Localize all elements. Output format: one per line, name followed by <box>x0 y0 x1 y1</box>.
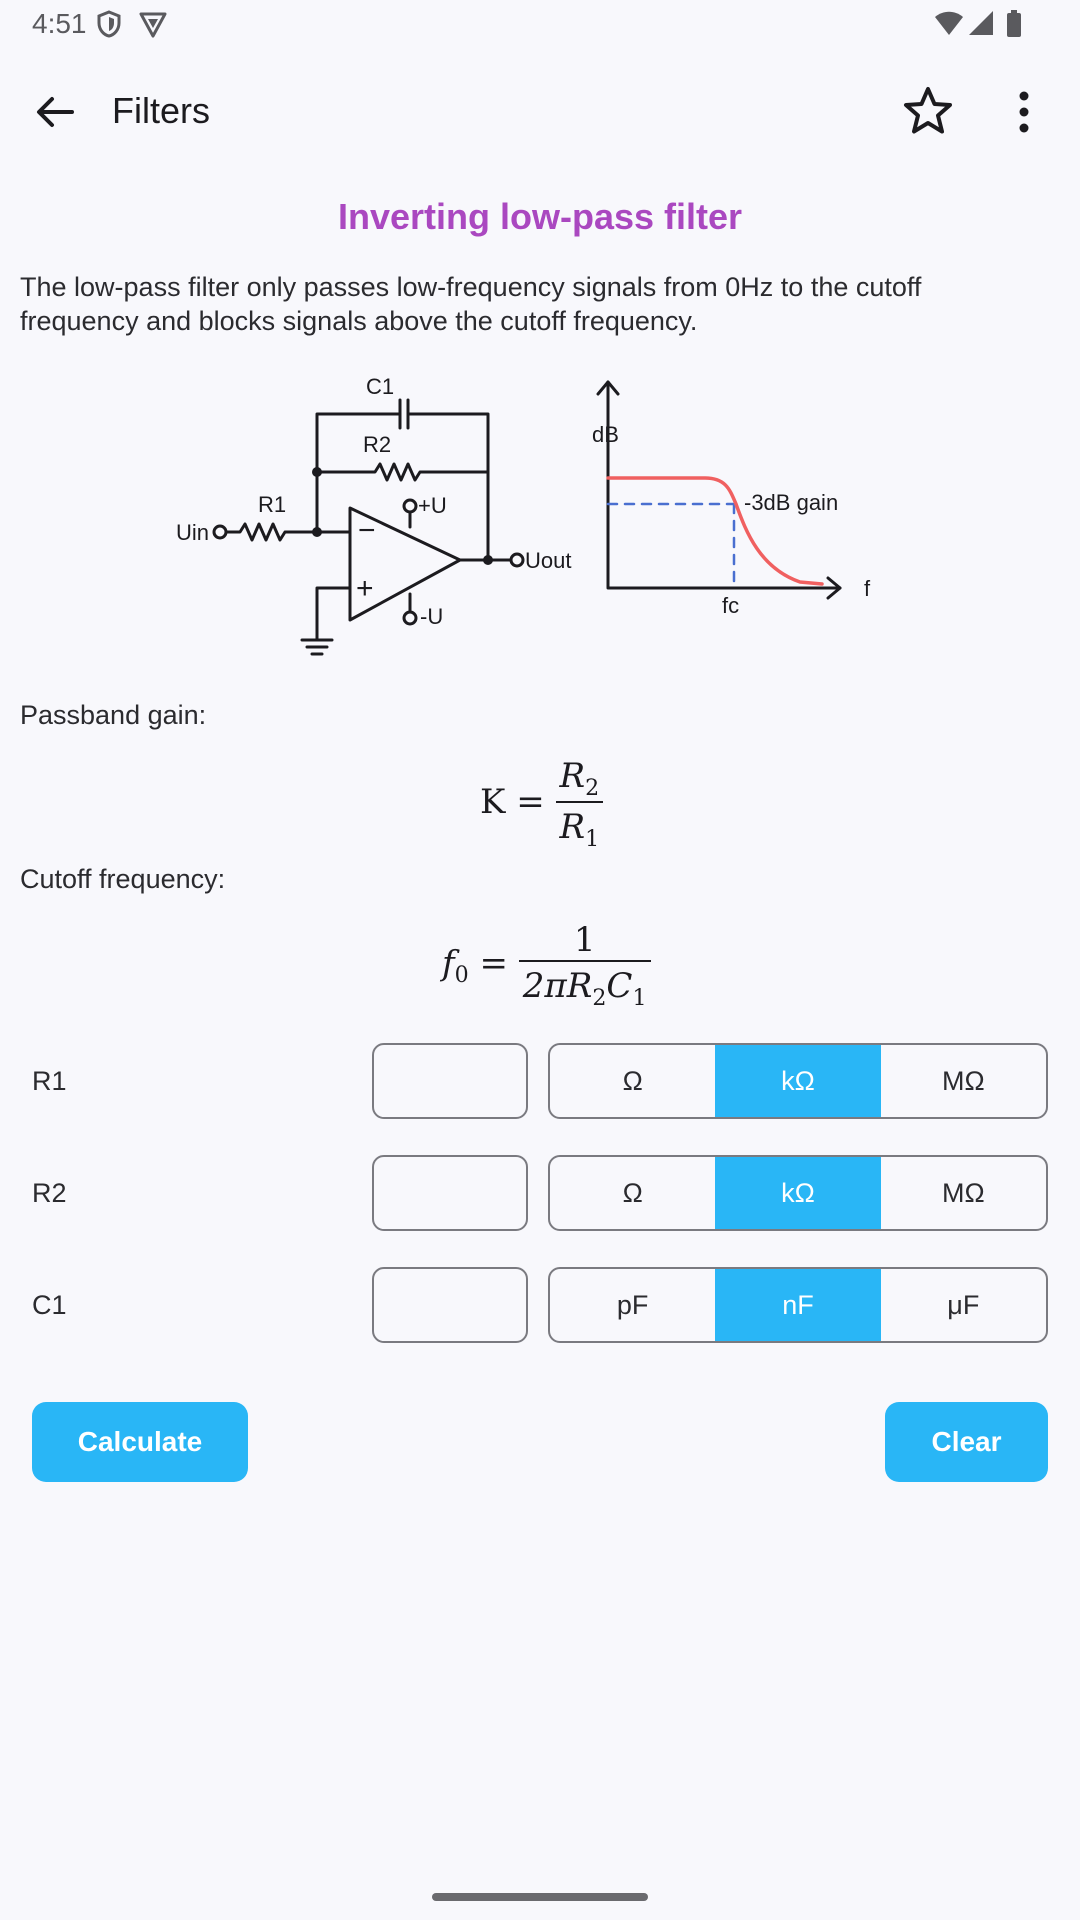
app-bar: Filters <box>0 60 1080 164</box>
r1-value-input[interactable] <box>372 1043 528 1119</box>
uin-label: Uin <box>176 520 209 545</box>
r2-row-label: R2 <box>32 1178 67 1208</box>
passband-numerator: R <box>559 756 586 796</box>
passband-numerator-sub: 2 <box>585 774 600 801</box>
cutoff-denominator-a: 2πR <box>522 966 593 1006</box>
r2-unit-mohm[interactable]: MΩ <box>941 1177 985 1208</box>
r2-label: R2 <box>363 432 391 457</box>
wifi-icon <box>935 11 963 35</box>
page-heading: Inverting low-pass filter <box>337 196 743 237</box>
cutoff-lhs-sub: 0 <box>454 962 469 989</box>
inverting-sign: − <box>358 514 376 547</box>
r1-unit-ohm[interactable]: Ω <box>622 1065 643 1096</box>
c1-label: C1 <box>366 374 394 399</box>
app-title: Filters <box>112 90 210 131</box>
c1-unit-uf[interactable]: μF <box>947 1289 980 1320</box>
r2-value-input[interactable] <box>372 1155 528 1231</box>
cutoff-frequency-formula: f0 = 1 2πR2C1 <box>442 920 651 1011</box>
c1-unit-selector: pF nF μF <box>548 1267 1048 1343</box>
passband-gain-label: Passband gain: <box>20 700 207 730</box>
r1-unit-mohm[interactable]: MΩ <box>941 1065 985 1096</box>
f-label: f <box>864 576 871 601</box>
cutoff-lhs-f: f <box>442 943 455 984</box>
c1-value-input[interactable] <box>372 1267 528 1343</box>
uout-label: Uout <box>525 548 571 573</box>
home-indicator[interactable] <box>432 1893 648 1901</box>
r1-unit-selector: Ω kΩ MΩ <box>548 1043 1048 1119</box>
r1-label: R1 <box>258 492 286 517</box>
cutoff-denominator-b: C <box>606 966 633 1006</box>
c1-unit-pf[interactable]: pF <box>616 1289 649 1320</box>
gain-label: -3dB gain <box>744 490 838 515</box>
status-time: 4:51 <box>32 8 87 39</box>
cutoff-denominator-a-sub: 2 <box>592 984 607 1011</box>
r1-row-label: R1 <box>32 1066 67 1096</box>
plus-u-label: +U <box>418 493 447 518</box>
c1-row-label: C1 <box>32 1290 67 1320</box>
cutoff-equals: = <box>479 943 508 984</box>
cutoff-fraction: 1 2πR2C1 <box>518 920 651 1011</box>
back-arrow-icon[interactable] <box>28 84 84 140</box>
description: The low-pass filter only passes low-freq… <box>20 272 922 336</box>
filter-diagram: C1 R2 R1 Uin +U -U Uout − + dB -3dB gain… <box>176 374 871 656</box>
r1-unit-kohm[interactable]: kΩ <box>715 1045 881 1117</box>
fc-label: fc <box>722 593 739 618</box>
more-vert-icon[interactable] <box>1002 82 1046 142</box>
status-bar: 4:51 <box>0 0 1080 48</box>
battery-icon <box>1007 10 1021 37</box>
vpn-icon <box>139 12 167 38</box>
calculate-button[interactable]: Calculate <box>32 1402 248 1482</box>
shield-icon <box>97 10 121 38</box>
passband-lhs: K = <box>480 781 545 822</box>
passband-gain-formula: K = R2 R1 <box>480 756 604 852</box>
signal-icon <box>969 11 993 35</box>
cutoff-frequency-label: Cutoff frequency: <box>20 864 226 894</box>
passband-denominator-sub: 1 <box>585 825 600 852</box>
minus-u-label: -U <box>420 604 443 629</box>
r2-unit-ohm[interactable]: Ω <box>622 1177 643 1208</box>
c1-unit-nf[interactable]: nF <box>715 1269 881 1341</box>
r2-unit-selector: Ω kΩ MΩ <box>548 1155 1048 1231</box>
r2-unit-kohm[interactable]: kΩ <box>715 1157 881 1229</box>
cutoff-numerator: 1 <box>573 920 596 960</box>
clear-button[interactable]: Clear <box>885 1402 1048 1482</box>
db-label: dB <box>592 422 619 447</box>
star-icon[interactable] <box>898 82 958 142</box>
cutoff-denominator-b-sub: 1 <box>632 984 647 1011</box>
passband-denominator: R <box>559 806 586 847</box>
noninverting-sign: + <box>356 572 374 605</box>
passband-fraction: R2 R1 <box>555 756 604 852</box>
